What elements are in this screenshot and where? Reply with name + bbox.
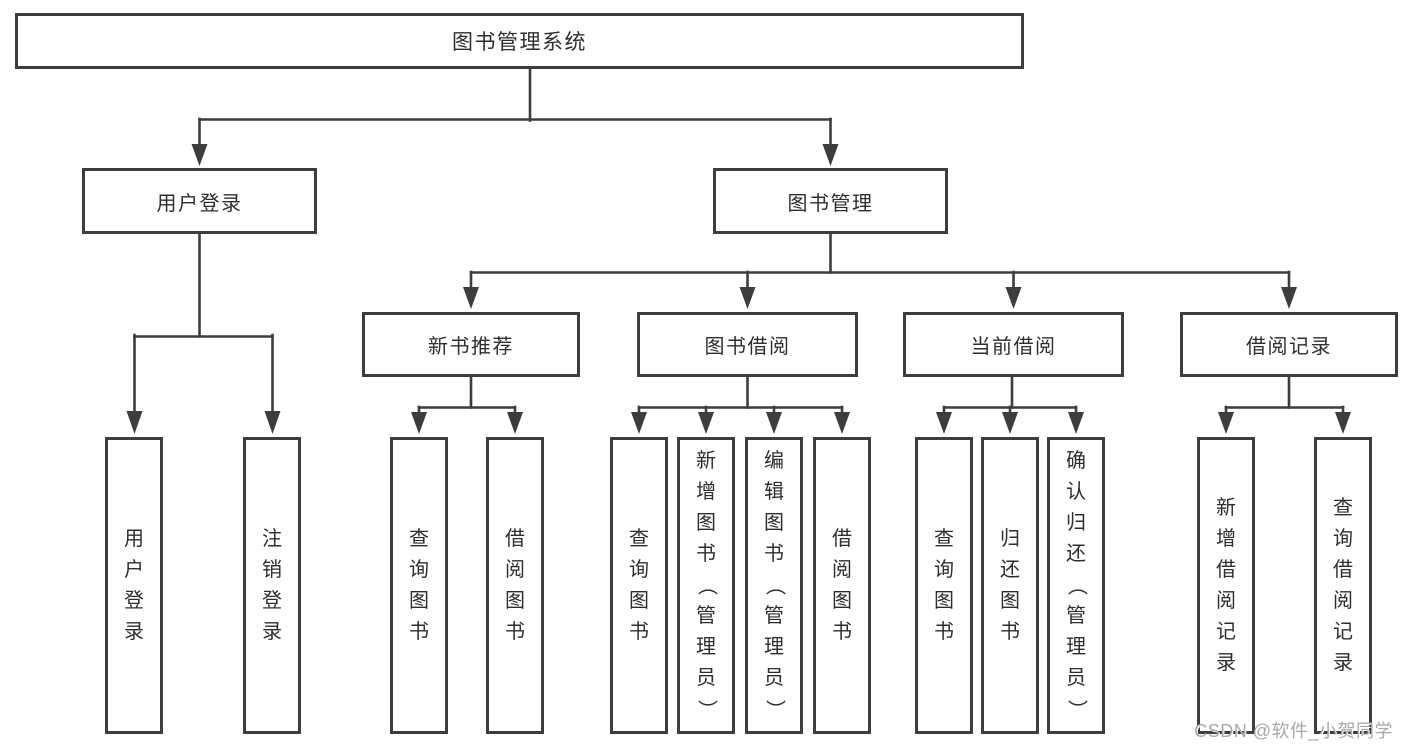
connector-new-book-recommend-to-leaves xyxy=(411,375,523,434)
connector-current-borrow-to-leaves xyxy=(936,375,1084,434)
node-book-borrow: 图书借阅 xyxy=(637,312,858,377)
connector-book-borrow-to-leaves xyxy=(631,375,850,434)
leaf-add-borrow-record: 新增借阅记录 xyxy=(1197,437,1255,734)
leaf-edit-books-admin: 编辑图书（管理员） xyxy=(745,437,803,734)
node-borrow-records: 借阅记录 xyxy=(1180,312,1398,377)
csdn-watermark: CSDN @软件_小贺同学 xyxy=(1194,721,1393,741)
leaf-logout-login: 注销登录 xyxy=(243,437,301,734)
leaf-query-books-recommend: 查询图书 xyxy=(390,437,448,734)
leaf-borrow-books-recommend: 借阅图书 xyxy=(486,437,544,734)
connector-user-login-to-leaves xyxy=(126,232,281,434)
leaf-return-books: 归还图书 xyxy=(981,437,1039,734)
node-library-management-system: 图书管理系统 xyxy=(15,13,1024,69)
node-user-login: 用户登录 xyxy=(82,168,317,234)
connector-book-management-to-level2 xyxy=(463,232,1297,309)
leaf-borrow-books: 借阅图书 xyxy=(813,437,871,734)
leaf-query-books-borrow: 查询图书 xyxy=(610,437,668,734)
leaf-query-books-current: 查询图书 xyxy=(915,437,973,734)
connector-borrow-records-to-leaves xyxy=(1218,375,1351,434)
node-current-borrow: 当前借阅 xyxy=(903,312,1124,377)
node-new-book-recommend: 新书推荐 xyxy=(362,312,580,377)
leaf-confirm-return-admin: 确认归还（管理员） xyxy=(1047,437,1105,734)
connector-root-to-level1 xyxy=(191,67,839,166)
leaf-add-books-admin: 新增图书（管理员） xyxy=(677,437,735,734)
leaf-user-login: 用户登录 xyxy=(105,437,163,734)
leaf-query-borrow-record: 查询借阅记录 xyxy=(1314,437,1372,734)
node-book-management: 图书管理 xyxy=(713,168,948,234)
